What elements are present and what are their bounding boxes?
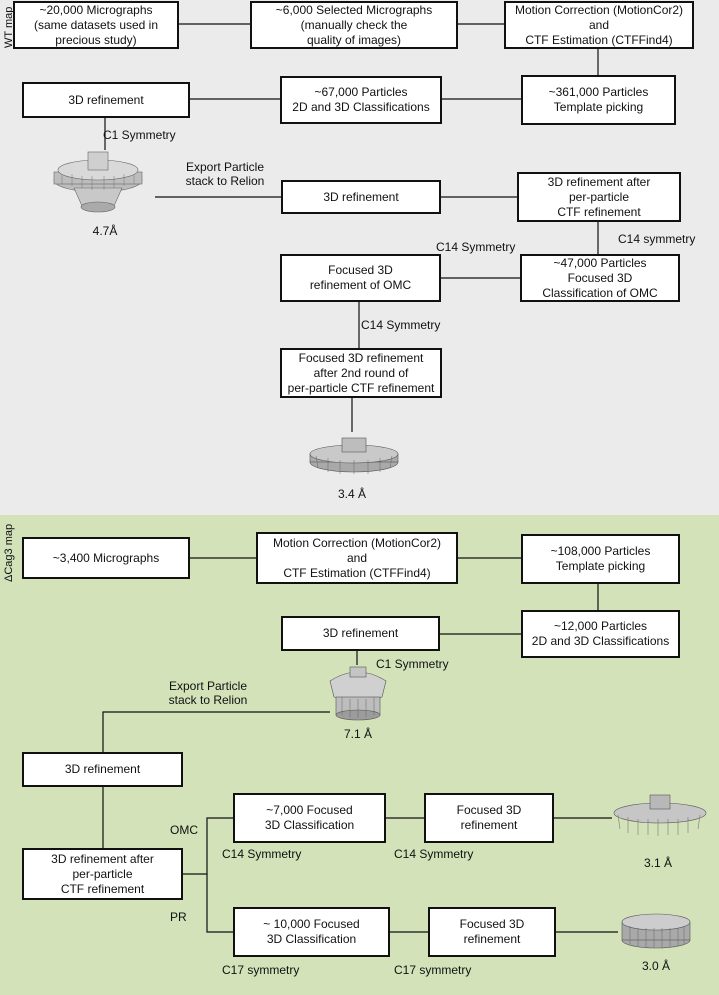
wt-2d3d-classification-box: ~67,000 Particles 2D and 3D Classificati… <box>280 76 442 124</box>
cag-c1-symmetry-label: C1 Symmetry <box>376 657 449 671</box>
wt-focused-omc-refinement-box: Focused 3D refinement of OMC <box>280 254 441 302</box>
cag-resolution-3: 3.0 Å <box>641 959 671 973</box>
wt-focused-omc-classification-box: ~47,000 Particles Focused 3D Classificat… <box>520 254 680 302</box>
cag-omc-refinement-box: Focused 3D refinement <box>424 793 554 843</box>
cag-3d-refinement-box-1: 3D refinement <box>281 616 440 651</box>
cag-c14-symmetry-label-b: C14 Symmetry <box>394 847 474 861</box>
cag-pr-refinement-box: Focused 3D refinement <box>428 907 556 957</box>
cag-c17-symmetry-label-a: C17 symmetry <box>222 963 300 977</box>
density-map-wt-basket-icon <box>53 151 143 213</box>
cag-c14-symmetry-label-a: C14 Symmetry <box>222 847 302 861</box>
wt-micrographs-box: ~20,000 Micrographs (same datasets used … <box>13 1 179 49</box>
cag-motion-ctf-box: Motion Correction (MotionCor2) and CTF E… <box>256 532 458 584</box>
cag-3d-refinement-box-2: 3D refinement <box>22 752 183 787</box>
wt-3d-refinement-box-2: 3D refinement <box>281 180 441 214</box>
wt-selected-micrographs-box: ~6,000 Selected Micrographs (manually ch… <box>250 1 458 49</box>
wt-3d-refinement-box-1: 3D refinement <box>22 82 190 118</box>
cag-2d3d-classification-box: ~12,000 Particles 2D and 3D Classificati… <box>521 610 680 658</box>
wt-c14-symmetry-label-a: C14 Symmetry <box>436 240 516 254</box>
cag-export-relion-label: Export Particle stack to Relion <box>168 679 248 707</box>
wt-c14-symmetry-label-c: C14 Symmetry <box>361 318 441 332</box>
density-map-cag-c1-icon <box>329 666 387 721</box>
cag-omc-classification-box: ~7,000 Focused 3D Classification <box>233 793 386 843</box>
density-map-cag-omc-icon <box>613 794 707 836</box>
wt-focused-2nd-ctf-box: Focused 3D refinement after 2nd round of… <box>280 348 442 398</box>
wt-resolution-2: 3.4 Å <box>337 487 367 501</box>
wt-resolution-1: 4.7Å <box>92 224 118 238</box>
wt-motion-ctf-box: Motion Correction (MotionCor2) and CTF E… <box>504 1 694 49</box>
wt-c1-symmetry-label: C1 Symmetry <box>103 128 176 142</box>
cag-pr-branch-label: PR <box>170 910 187 924</box>
wt-ctf-refinement-box: 3D refinement after per-particle CTF ref… <box>517 172 681 222</box>
cag-resolution-2: 3.1 Å <box>643 856 673 870</box>
density-map-wt-omc-icon <box>309 437 399 474</box>
cag-ctf-refinement-box: 3D refinement after per-particle CTF ref… <box>22 848 183 900</box>
wt-export-relion-label: Export Particle stack to Relion <box>185 160 265 188</box>
cag-resolution-1: 7.1 Å <box>343 727 373 741</box>
cag3-map-side-label: ΔCag3 map <box>3 523 15 582</box>
density-map-cag-pr-icon <box>621 913 691 949</box>
cag-pr-classification-box: ~ 10,000 Focused 3D Classification <box>233 907 390 957</box>
cag-c17-symmetry-label-b: C17 symmetry <box>394 963 472 977</box>
cag-template-picking-box: ~108,000 Particles Template picking <box>521 534 680 584</box>
cag-omc-branch-label: OMC <box>170 823 198 837</box>
wt-template-picking-box: ~361,000 Particles Template picking <box>521 75 676 125</box>
cag-micrographs-box: ~3,400 Micrographs <box>22 537 190 579</box>
wt-c14-symmetry-label-b: C14 symmetry <box>618 232 696 246</box>
